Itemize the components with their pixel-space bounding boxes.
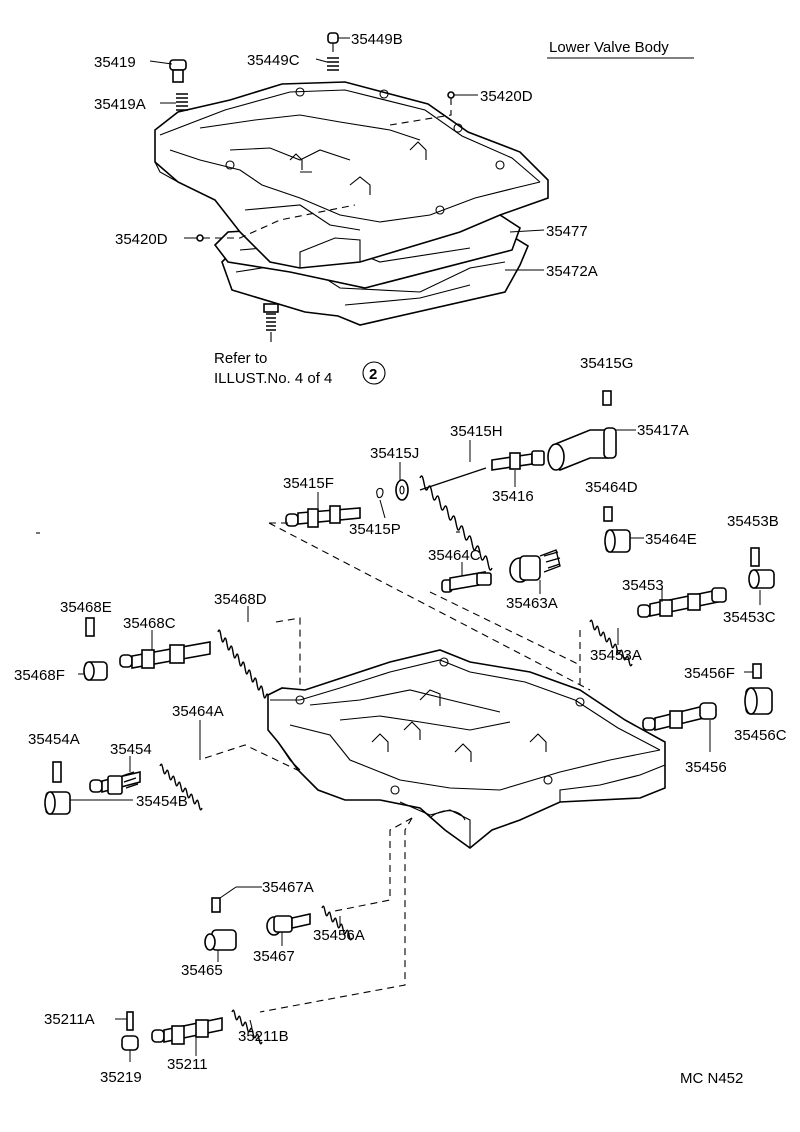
label-35417A: 35417A [637,422,689,439]
label-35415P: 35415P [349,521,401,538]
figure-code: MC N452 [680,1070,743,1087]
label-35453C: 35453C [723,609,776,626]
label-35468D: 35468D [214,591,267,608]
valve-35468C [119,630,211,669]
spring-35211B [231,1009,263,1045]
label-35456A: 35456A [313,927,365,944]
sleeve-35417A [547,427,636,472]
bolt-refer [263,303,279,342]
label-35465: 35465 [181,962,223,979]
pin-35454A [52,761,62,783]
label-35453B: 35453B [727,513,779,530]
label-35419: 35419 [94,54,136,71]
label-35454A: 35454A [28,731,80,748]
clip-35415P [376,487,386,519]
label-35464C: 35464C [428,547,481,564]
label-35464D: 35464D [585,479,638,496]
spring-35456A [321,905,353,941]
spring-35464A [159,720,203,811]
label-35464E: 35464E [645,531,697,548]
spring-35419A [176,93,188,111]
refer-note-line1: Refer to [214,350,267,367]
spring-35415H [419,440,493,571]
pin-35415G [602,390,612,406]
label-35420D-top: 35420D [480,88,533,105]
label-35416: 35416 [492,488,534,505]
label-35468E: 35468E [60,599,112,616]
label-35454: 35454 [110,741,152,758]
bolt-35419 [169,59,187,83]
plug-35468F [78,661,108,681]
label-35415J: 35415J [370,445,419,462]
pin-35453B [750,547,760,567]
label-35415H: 35415H [450,423,503,440]
label-35415G: 35415G [580,355,633,372]
pin-35211A [115,1011,134,1031]
label-35419A: 35419A [94,96,146,113]
label-35449B: 35449B [351,31,403,48]
label-35468C: 35468C [123,615,176,632]
valve-35453 [637,587,727,618]
plug-35219 [121,1035,139,1062]
label-35467A: 35467A [262,879,314,896]
valve-35463A [509,549,561,594]
circled-number: 2 [369,366,377,383]
valve-35416 [491,450,545,487]
valve-35454 [89,756,141,795]
plug-35456C [744,687,773,715]
valve-35456 [642,702,717,752]
label-35211B: 35211B [238,1028,289,1045]
label-35219: 35219 [100,1069,142,1086]
spring-35449C [327,57,339,71]
label-35454B: 35454B [136,793,188,810]
plug-35454B [44,791,133,815]
ball-35420D-top [447,91,455,99]
label-35211A: 35211A [44,1011,95,1028]
lower-valve-body-casting [267,649,666,850]
label-35463A: 35463A [506,595,558,612]
valve-35415F [285,492,361,528]
plug-35453C [748,569,775,605]
valve-35464C [441,562,492,593]
label-35420D-left: 35420D [115,231,168,248]
pin-35467A [211,897,221,913]
ball-35449B [327,32,339,52]
plug-35464E [604,529,644,553]
pin-35468E [85,617,95,637]
label-35449C: 35449C [247,52,300,69]
label-35468F: 35468F [14,667,65,684]
label-35472A: 35472A [546,263,598,280]
spring-35453A [589,619,633,667]
label-35415F: 35415F [283,475,334,492]
upper-valve-body-casting [154,81,549,269]
ball-35420D-left [196,234,204,242]
label-35456F: 35456F [684,665,735,682]
valve-35467 [266,913,311,946]
label-35456C: 35456C [734,727,787,744]
label-35211: 35211 [167,1056,208,1073]
washer-35415J [395,462,409,501]
label-35453: 35453 [622,577,664,594]
diagram-title: Lower Valve Body [549,39,669,56]
plug-35465 [204,929,237,962]
label-35453A: 35453A [590,647,642,664]
pin-35464D [603,506,613,522]
label-35456: 35456 [685,759,727,776]
circled-number-badge [362,361,386,385]
label-35467: 35467 [253,948,295,965]
pin-35456F [744,663,762,679]
label-35477: 35477 [546,223,588,240]
valve-35211 [151,1017,223,1056]
refer-note-line2: ILLUST.No. 4 of 4 [214,370,332,387]
label-35464A: 35464A [172,703,224,720]
